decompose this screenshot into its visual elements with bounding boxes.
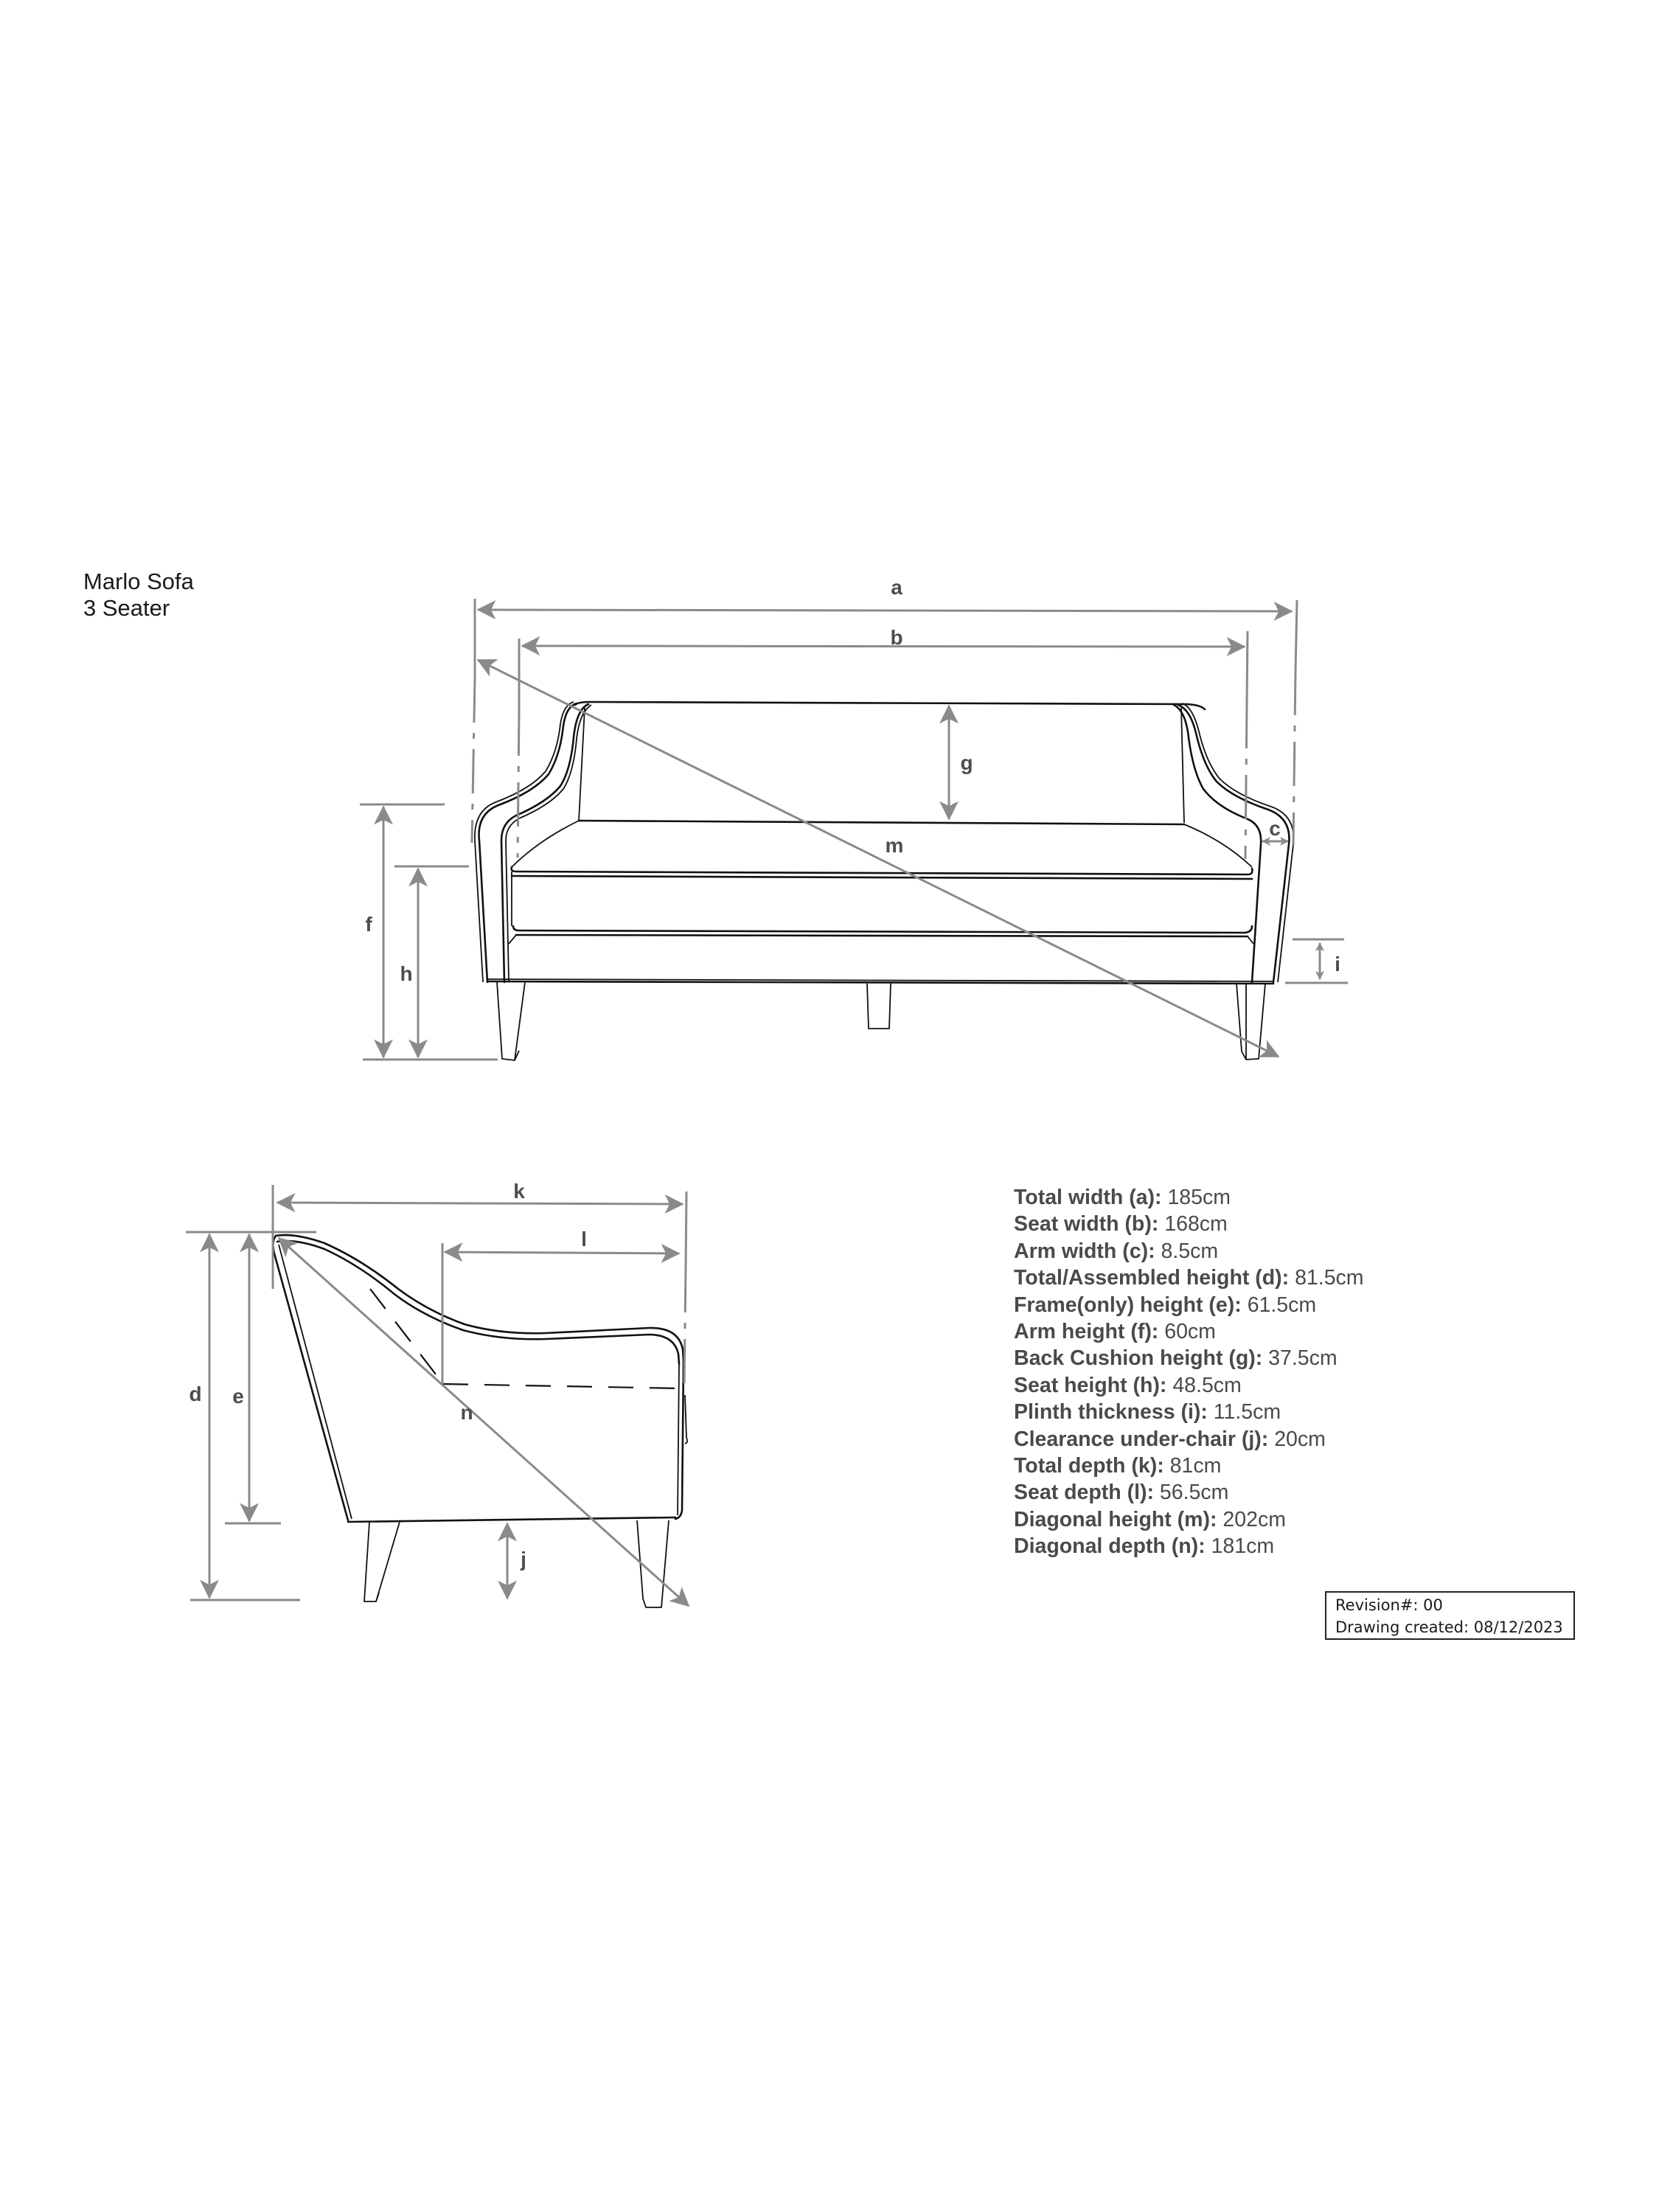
spec-row-n: Diagonal depth (n): 181cm [1014,1534,1275,1559]
dimension-a: a [470,576,1298,846]
label-h: h [400,962,412,985]
label-c: c [1269,817,1281,840]
dimension-g: g [939,704,973,821]
dimension-k: k [271,1180,688,1385]
revision-number: Revision#: 00 [1335,1596,1443,1614]
dimension-l: l [441,1228,681,1384]
label-f: f [365,913,372,936]
label-d: d [189,1382,201,1405]
product-variant: 3 Seater [83,595,170,621]
spec-row-e: Frame(only) height (e): 61.5cm [1014,1293,1317,1317]
spec-row-m: Diagonal height (m): 202cm [1014,1507,1286,1531]
label-m: m [886,834,904,857]
label-a: a [891,576,902,599]
dimension-f: f [360,803,445,1059]
label-i: i [1335,953,1340,975]
spec-row-g: Back Cushion height (g): 37.5cm [1014,1346,1338,1371]
spec-row-f: Arm height (f): 60cm [1014,1320,1216,1344]
drawing-created-date: Drawing created: 08/12/2023 [1335,1618,1563,1636]
label-g: g [960,751,973,774]
dimension-n: n [277,1237,690,1607]
spec-row-a: Total width (a): 185cm [1014,1186,1231,1209]
sofa-side-legs [364,1520,669,1608]
spec-list: Total width (a): 185cm Seat width (b): 1… [1014,1184,1364,1560]
sofa-side-outline [272,1234,689,1523]
label-b: b [890,626,902,649]
sofa-front-outline [474,700,1295,985]
side-view: k l d e j n [186,1180,690,1608]
spec-row-j: Clearance under-chair (j): 20cm [1014,1427,1326,1451]
dimension-i: i [1285,938,1348,984]
revision-box: Revision#: 00 Drawing created: 08/12/202… [1325,1591,1575,1640]
spec-row-d: Total/Assembled height (d): 81.5cm [1014,1266,1364,1290]
dimension-j: j [498,1522,526,1600]
product-title: Marlo Sofa 3 Seater [83,568,194,622]
spec-row-k: Total depth (k): 81cm [1014,1454,1222,1478]
label-l: l [581,1228,587,1251]
label-k: k [513,1180,525,1203]
product-name: Marlo Sofa [83,568,194,594]
spec-row-l: Seat depth (l): 56.5cm [1014,1481,1229,1505]
spec-row-h: Seat height (h): 48.5cm [1014,1373,1242,1397]
front-view: a b g c f h [360,576,1348,1061]
label-n: n [460,1401,473,1424]
label-j: j [520,1548,526,1571]
spec-row-c: Arm width (c): 8.5cm [1014,1239,1219,1263]
dimension-m: m [476,658,1280,1058]
spec-row-i: Plinth thickness (i): 11.5cm [1014,1400,1281,1425]
dimension-h: h [394,865,469,1059]
dimension-e: e [225,1233,281,1525]
label-e: e [232,1385,244,1408]
spec-row-b: Seat width (b): 168cm [1014,1212,1228,1237]
